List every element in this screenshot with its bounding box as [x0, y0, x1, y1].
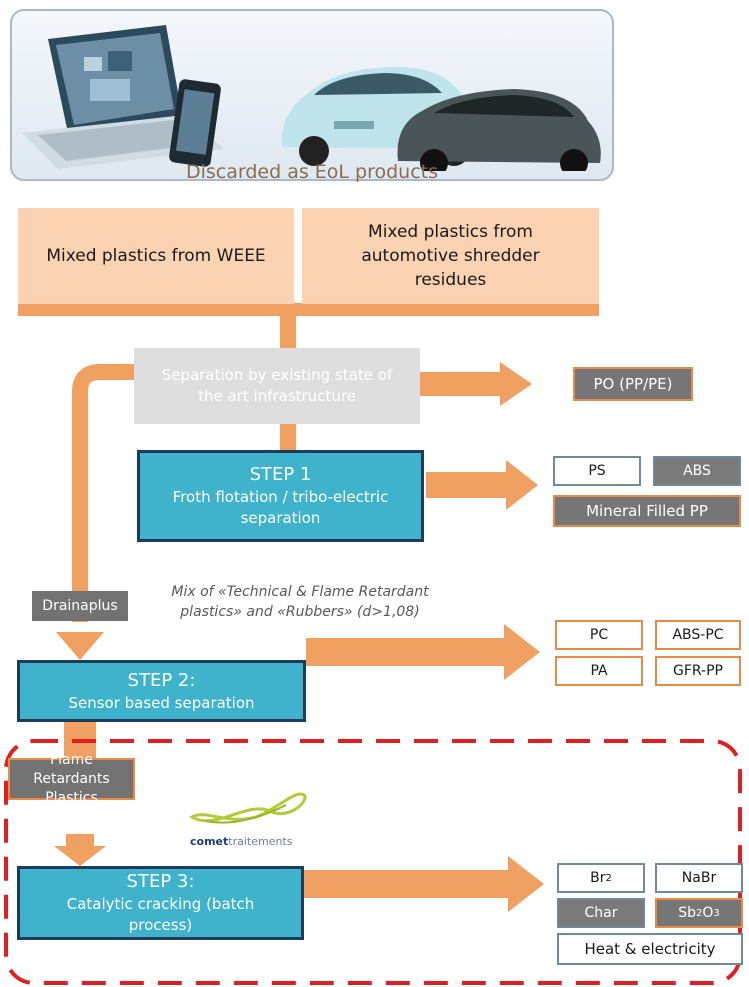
flame-retardants-tag: Flame Retardants Plastics — [8, 752, 135, 806]
output-pa: PA — [555, 656, 643, 686]
comet-logo-word: comet — [190, 835, 229, 848]
drainaplus-tag: Drainaplus — [32, 591, 128, 621]
output-abs: ABS — [653, 456, 741, 486]
source-automotive: Mixed plastics from automotive shredder … — [302, 208, 599, 304]
sb2o3-part1: Sb — [678, 905, 696, 921]
separation-arrow-shaft — [420, 372, 502, 396]
car-dark-icon — [397, 89, 601, 171]
flame-down-head — [54, 846, 106, 866]
br2-base: Br — [590, 870, 606, 886]
step1-title: STEP 1 — [249, 464, 312, 485]
comet-swoosh-icon — [188, 792, 307, 824]
output-gfr-pp: GFR-PP — [655, 656, 741, 686]
separation-arrow-head — [500, 362, 532, 406]
step3-title: STEP 3: — [126, 871, 195, 892]
step1-box: STEP 1 Froth flotation / tribo-electric … — [137, 450, 424, 542]
source-connector-bar — [18, 303, 599, 316]
eol-products-panel: Discarded as EoL products — [10, 9, 614, 183]
comet-logo-word2: traitements — [228, 835, 293, 848]
sb2o3-sub2: 3 — [713, 907, 720, 919]
drainaplus-arrow-head — [56, 632, 104, 660]
products-illustration — [22, 25, 601, 171]
output-nabr: NaBr — [655, 863, 743, 893]
step2-arrow-shaft — [306, 638, 506, 666]
step3-box: STEP 3: Catalytic cracking (batch proces… — [17, 866, 304, 940]
step1-desc: Froth flotation / tribo-electric separat… — [172, 488, 389, 527]
phone-icon — [169, 79, 221, 167]
sb2o3-sub1: 2 — [696, 907, 703, 919]
output-po: PO (PP/PE) — [573, 367, 693, 401]
comet-logo: comettraitements — [186, 791, 314, 853]
sb2o3-part2: O — [702, 905, 714, 921]
source-weee: Mixed plastics from WEEE — [18, 208, 294, 304]
output-mineral-filled-pp: Mineral Filled PP — [553, 495, 741, 527]
output-char: Char — [557, 898, 645, 928]
step2-arrow-head — [504, 624, 540, 680]
step1-arrow-shaft — [426, 472, 508, 498]
output-ps: PS — [553, 456, 641, 486]
step2-title: STEP 2: — [127, 669, 196, 691]
step3-arrow-head — [508, 856, 544, 912]
step1-arrow-head — [506, 460, 538, 510]
separation-existing-box: Separation by existing state of the art … — [134, 348, 420, 424]
step3-arrow-shaft — [304, 870, 510, 898]
step2-desc: Sensor based separation — [68, 693, 255, 712]
eol-caption: Discarded as EoL products — [185, 161, 439, 183]
left-branch — [72, 364, 160, 622]
output-pc: PC — [555, 620, 643, 650]
mix-note: Mix of «Technical & Flame Retardant plas… — [171, 584, 429, 620]
flame-down-shaft — [66, 834, 94, 848]
output-abs-pc: ABS-PC — [655, 620, 741, 650]
output-heat-electricity: Heat & electricity — [557, 933, 743, 965]
step3-desc: Catalytic cracking (batch process) — [66, 895, 255, 934]
laptop-icon — [22, 25, 224, 169]
br2-sub: 2 — [605, 872, 612, 884]
step2-box: STEP 2: Sensor based separation — [17, 660, 306, 722]
catalytic-region-border — [4, 739, 742, 985]
